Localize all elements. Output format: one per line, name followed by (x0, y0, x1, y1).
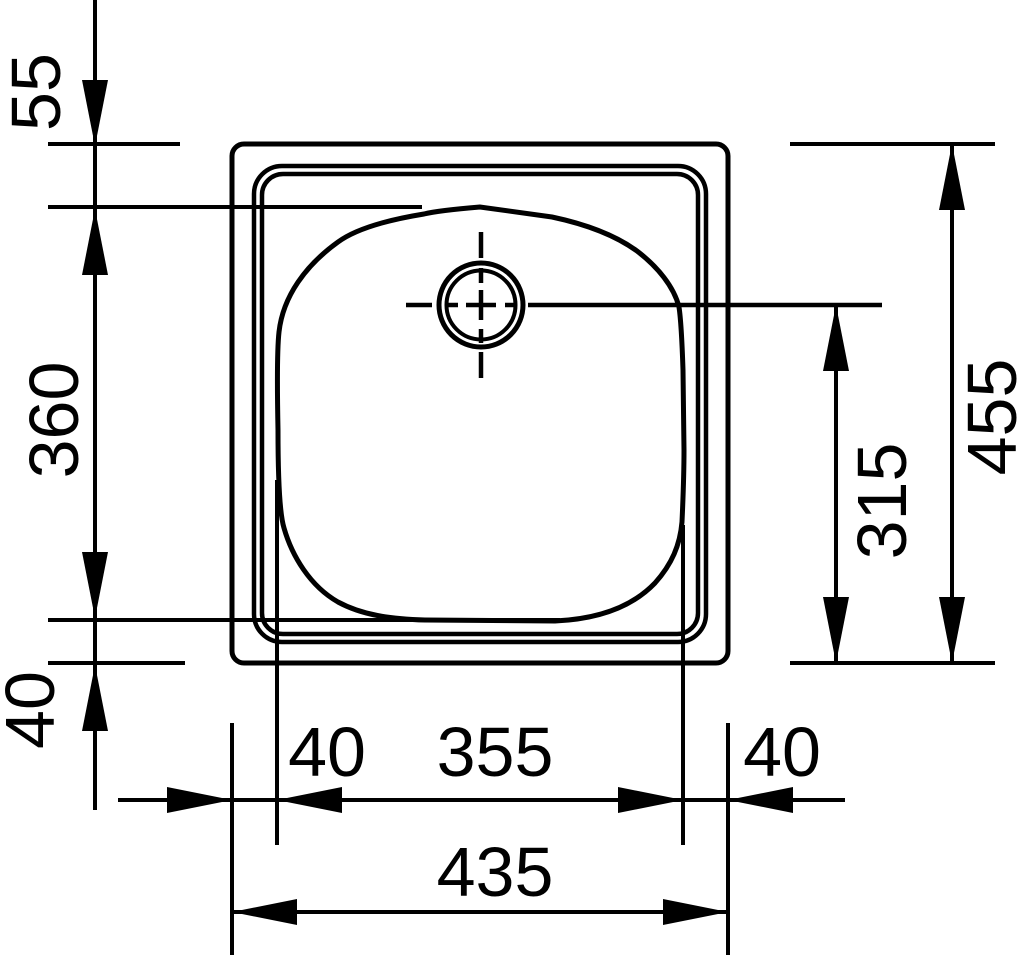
arrowheads-bottom-upper (167, 787, 793, 813)
dim-label-355: 355 (437, 713, 554, 791)
dim-label-360: 360 (15, 362, 93, 479)
sink-body (229, 141, 882, 666)
sink-rim-line-inner (259, 171, 701, 637)
sink-outer-edge (229, 141, 731, 666)
sink-rim-line-outer (251, 163, 709, 645)
extension-lines (48, 142, 995, 955)
basin-outline (274, 204, 687, 624)
dim-label-55: 55 (0, 53, 75, 131)
arrowheads-dim-315 (823, 305, 849, 663)
drain-outer-circle (436, 260, 526, 350)
arrowheads-left-column (82, 80, 108, 731)
dim-label-455: 455 (953, 359, 1024, 476)
dim-label-40-bottom-right: 40 (743, 713, 821, 791)
dim-label-40-bottom-left: 40 (288, 713, 366, 791)
dim-label-435: 435 (437, 833, 554, 911)
arrowheads-dim-435 (232, 899, 728, 925)
arrowheads-dim-455 (939, 144, 965, 663)
dim-label-315: 315 (843, 443, 921, 560)
dim-label-40-left: 40 (0, 671, 69, 749)
